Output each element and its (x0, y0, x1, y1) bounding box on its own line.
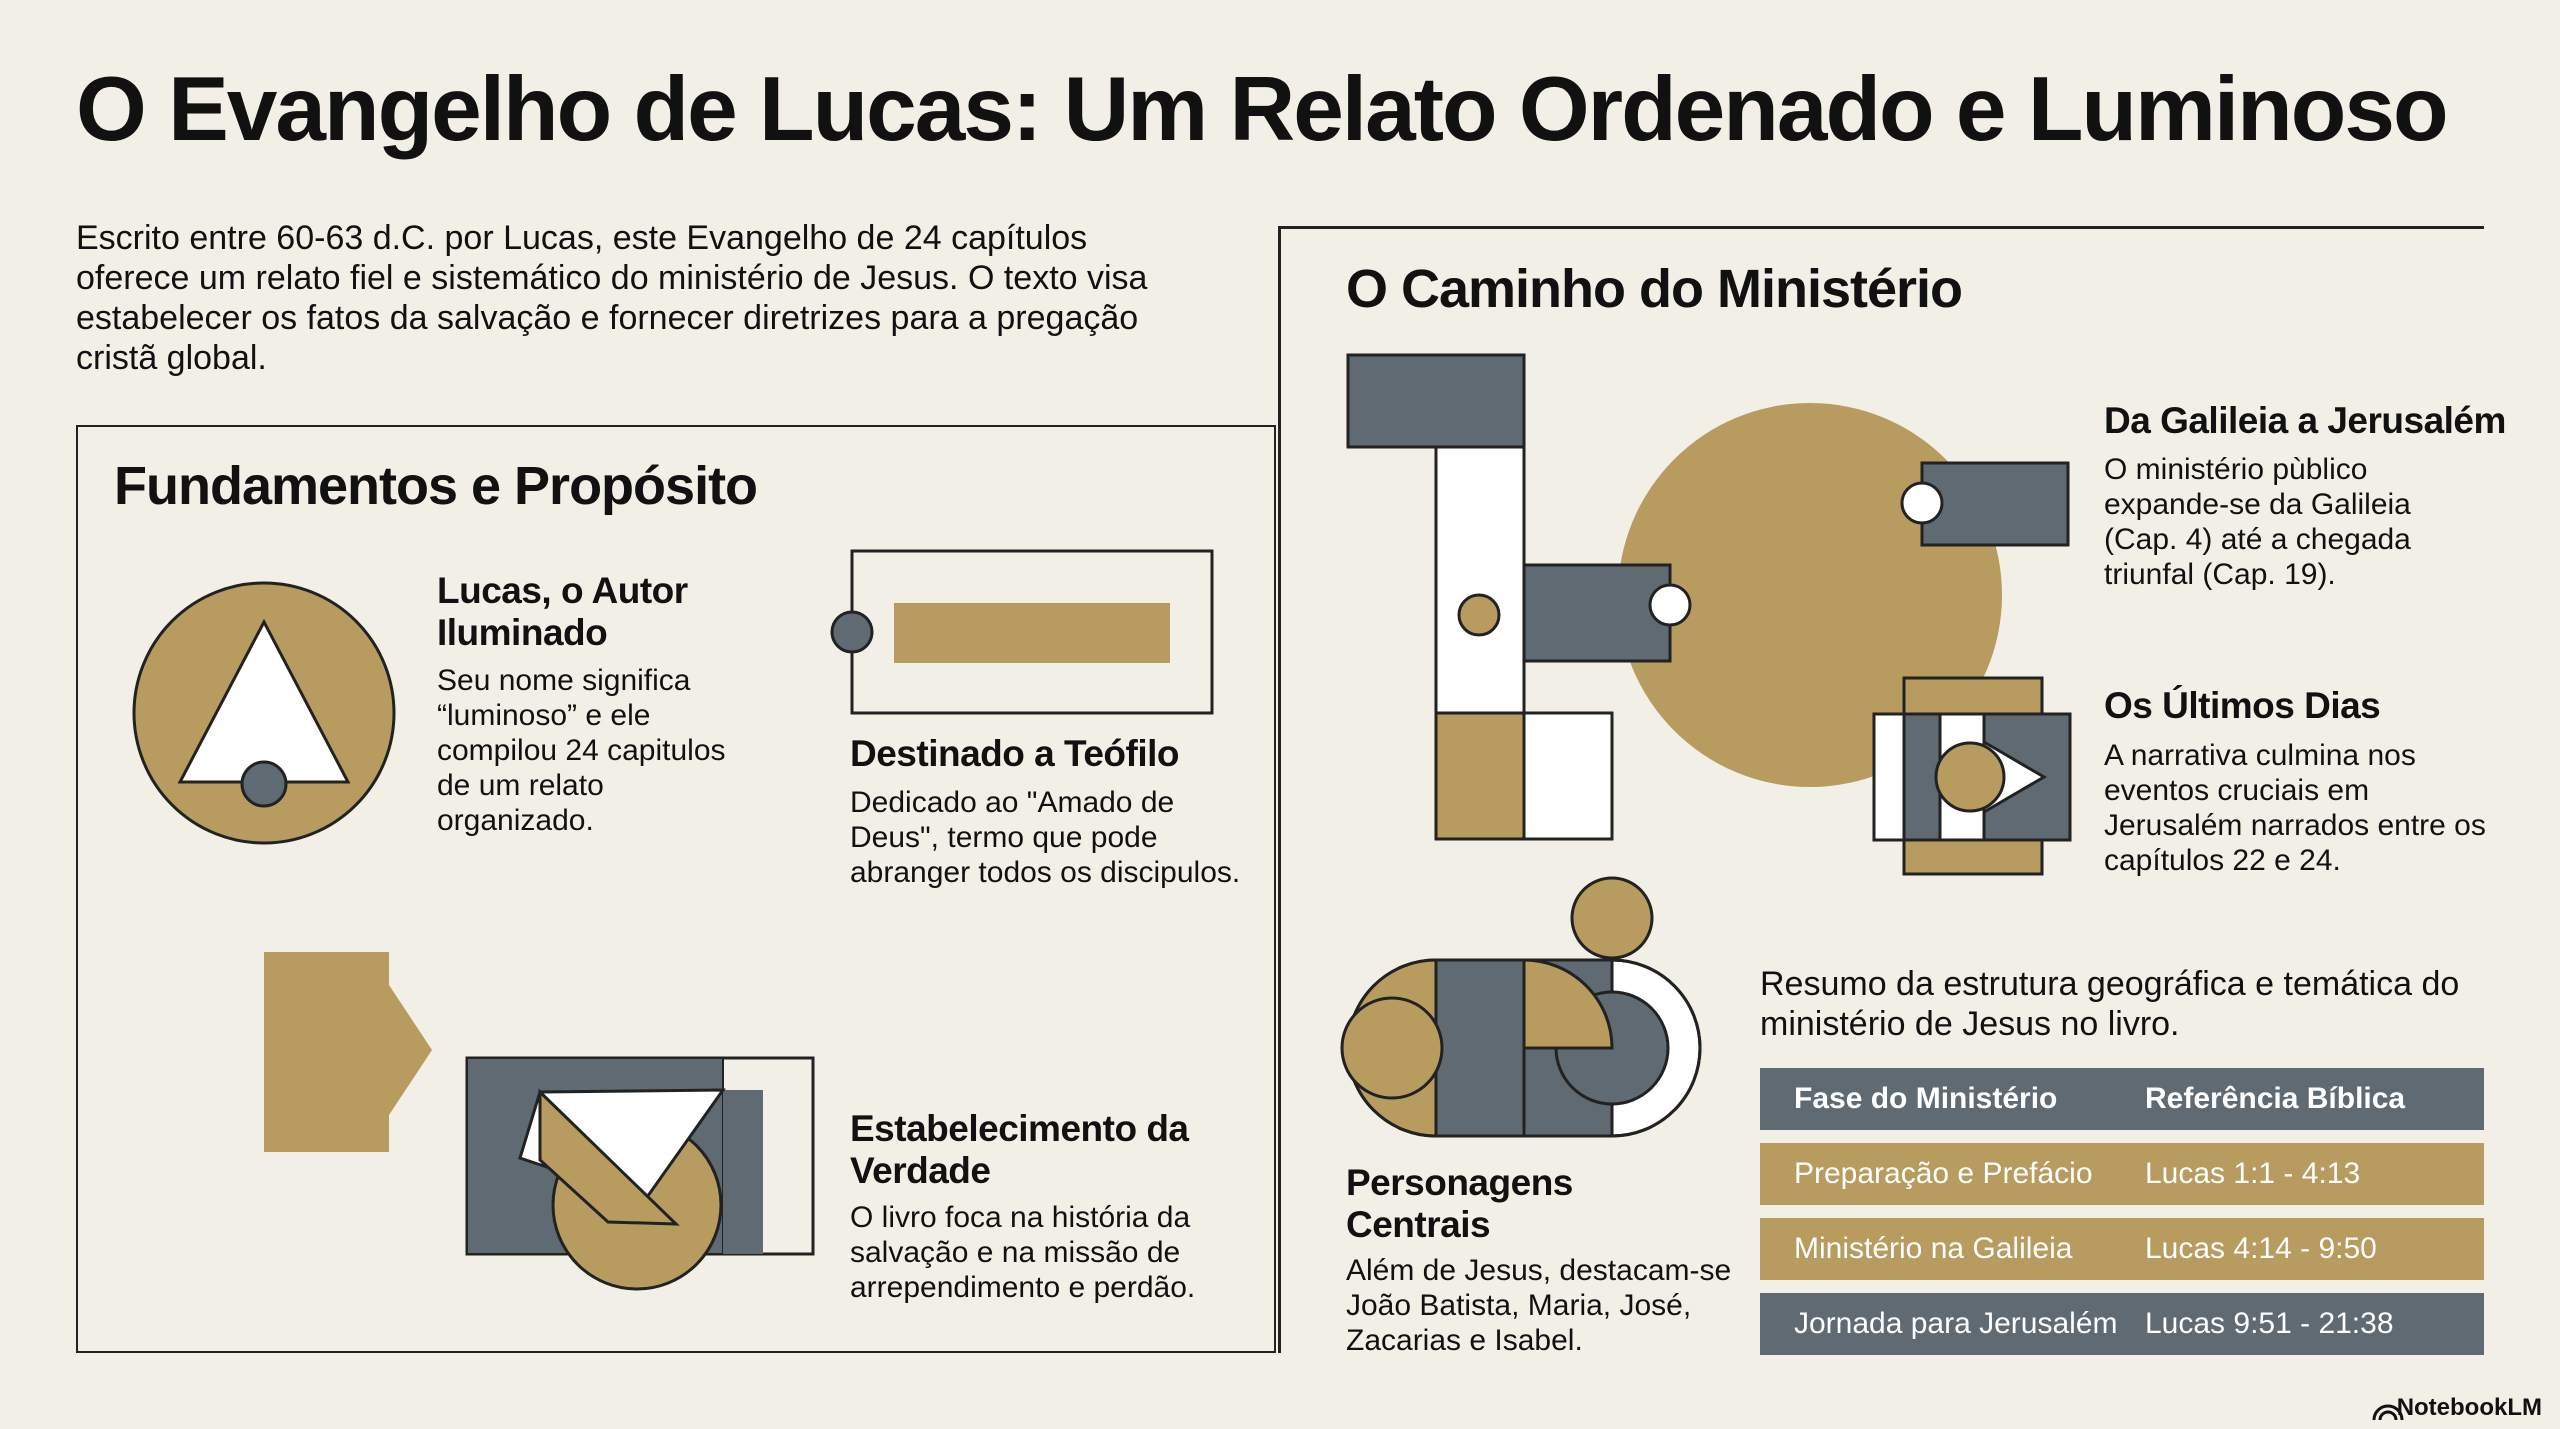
fundamentos-panel (76, 425, 1276, 1353)
author-text: Seu nome significa “luminoso” e ele comp… (437, 664, 726, 837)
page-title: O Evangelho de Lucas: Um Relato Ordenado… (76, 59, 2449, 160)
right-panel-left-rule (1278, 226, 1281, 1353)
galilee-title: Da Galileia a Jerusalém (2104, 400, 2506, 441)
last-days-text: A narrativa culmina nos eventos cruciais… (2104, 739, 2486, 877)
row-phase: Ministério na Galileia (1794, 1232, 2073, 1265)
characters-title: Personagens Centrais (1346, 1162, 1573, 1245)
header-reference: Referência Bíblica (2145, 1082, 2406, 1115)
fundamentos-heading: Fundamentos e Propósito (114, 456, 758, 516)
last-days-title: Os Últimos Dias (2104, 685, 2381, 726)
row-reference: Lucas 4:14 - 9:50 (2145, 1232, 2377, 1265)
row-phase: Preparação e Prefácio (1794, 1157, 2093, 1190)
table-row: Jornada para Jerusalém Lucas 9:51 - 21:3… (1760, 1293, 2484, 1355)
row-reference: Lucas 1:1 - 4:13 (2145, 1157, 2361, 1190)
galilee-text: O ministério pùblico expande-se da Galil… (2104, 453, 2411, 591)
table-row: Ministério na Galileia Lucas 4:14 - 9:50 (1760, 1218, 2484, 1280)
brand-label: NotebookLM (2396, 1394, 2542, 1421)
author-title: Lucas, o Autor Iluminado (437, 570, 688, 653)
recipient-title: Destinado a Teófilo (850, 733, 1180, 774)
header-phase: Fase do Ministério (1794, 1082, 2058, 1115)
row-phase: Jornada para Jerusalém (1794, 1307, 2118, 1340)
row-reference: Lucas 9:51 - 21:38 (2145, 1307, 2394, 1340)
truth-title: Estabelecimento da Verdade (850, 1108, 1189, 1191)
truth-text: O livro foca na história da salvação e n… (850, 1201, 1196, 1304)
right-panel-top-rule (1278, 226, 2484, 229)
phase-table-header: Fase do Ministério Referência Bíblica (1760, 1068, 2484, 1130)
caminho-heading: O Caminho do Ministério (1346, 259, 1963, 319)
phase-table: Fase do Ministério Referência Bíblica Pr… (1760, 1068, 2484, 1368)
table-row: Preparação e Prefácio Lucas 1:1 - 4:13 (1760, 1143, 2484, 1205)
characters-illustration (1340, 876, 1702, 1138)
last-days-illustration (1872, 676, 2072, 876)
ministry-path-illustration (1346, 353, 2070, 841)
structure-summary: Resumo da estrutura geográfica e temátic… (1760, 965, 2460, 1043)
characters-text: Além de Jesus, destacam-se João Batista,… (1346, 1254, 1732, 1357)
intro-paragraph: Escrito entre 60-63 d.C. por Lucas, este… (76, 219, 1148, 377)
recipient-text: Dedicado ao "Amado de Deus", termo que p… (850, 786, 1241, 889)
